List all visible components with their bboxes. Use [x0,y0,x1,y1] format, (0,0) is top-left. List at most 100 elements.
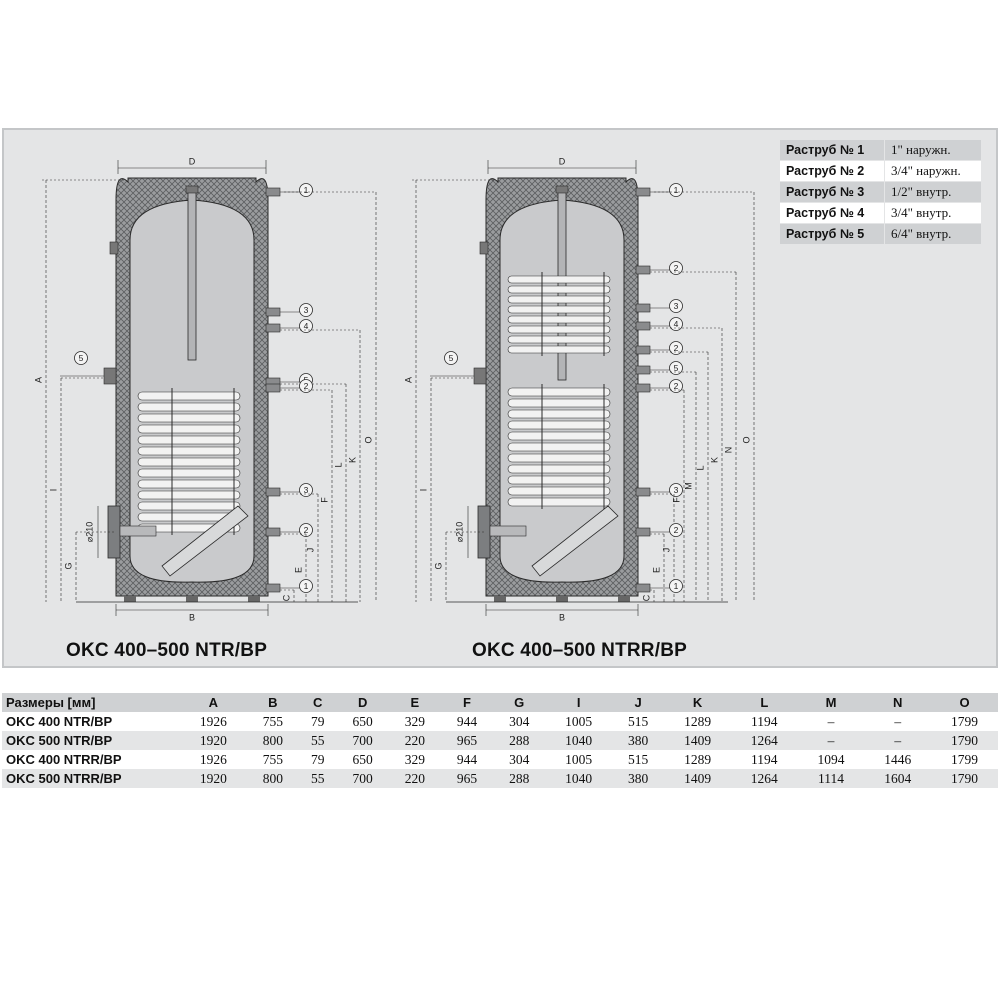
dimensions-header-label: Размеры [мм] [2,693,180,712]
dimension-letter: A [33,377,43,383]
connection-port [635,383,651,393]
callout-number: 4 [304,321,309,331]
callout-circle [299,319,313,333]
callout-circle [669,379,683,393]
heat-exchanger-coil [507,295,611,304]
heat-exchanger-coil [507,398,611,408]
dimension-value-cell: 1799 [931,712,998,731]
dimension-value-cell: 965 [440,769,494,788]
callout-circle [669,523,683,537]
dimension-value-cell: 1289 [664,712,731,731]
dimension-letter: O [741,436,751,443]
callout-circle [669,483,683,497]
dimension-value-cell: 79 [298,712,337,731]
dimension-value-cell: 1194 [730,712,798,731]
dimension-value-cell: – [864,712,932,731]
heat-exchanger-coil [137,501,241,511]
heat-exchanger-coil [507,464,611,474]
connection-port [635,365,651,375]
connection-port [265,487,281,497]
tank-foot [618,596,630,602]
callout-circle [444,351,458,365]
dimensions-header-cell: N [864,693,932,712]
dimension-value-cell: 755 [246,712,299,731]
callout-circle [299,579,313,593]
dimension-value-cell: 304 [493,750,546,769]
callout-number: 1 [674,185,679,195]
dimension-value-cell: 79 [298,750,337,769]
heat-exchanger-coil [137,402,241,412]
dimension-letter: E [293,567,303,573]
heat-exchanger-coil [507,453,611,463]
heat-exchanger-coil [137,435,241,445]
dimensions-header-cell: A [180,693,247,712]
heat-exchanger-coil [507,305,611,314]
callout-number: 2 [304,525,309,535]
dimension-letter: ⌀210 [454,522,464,542]
legend-connection-size: 6/4" внутр. [884,223,982,245]
callout-circle [669,183,683,197]
dimension-value-cell: 1790 [931,769,998,788]
dimensions-header-cell: B [246,693,299,712]
dimension-letter: C [641,594,651,601]
heat-exchanger-coil [507,275,611,284]
connection-port [265,187,281,197]
connection-port [265,383,281,393]
dimension-value-cell: 650 [336,750,389,769]
callout-number: 5 [674,363,679,373]
callout-number: 1 [304,185,309,195]
dimension-value-cell: 800 [246,731,299,750]
dimension-value-cell: 965 [440,731,494,750]
callout-circle [299,483,313,497]
dimension-letter: C [281,594,291,601]
heat-exchanger-coil [137,490,241,500]
callout-number: 1 [304,581,309,591]
heat-exchanger-coil [507,325,611,334]
legend-connection-label: Раструб № 2 [779,160,885,182]
dimension-value-cell: 1799 [931,750,998,769]
tank-foot [494,596,506,602]
cold-water-inlet-pipe [531,505,619,577]
anode-cap [185,185,199,194]
legend-connection-size: 1/2" внутр. [884,181,982,203]
dimension-value-cell: 755 [246,750,299,769]
dimensions-header-cell: K [664,693,731,712]
port-5 [103,367,117,385]
heat-exchanger-coil [507,475,611,485]
dimension-letter: B [559,612,565,622]
heat-exchanger-coil [507,486,611,496]
model-name-cell: OKC 500 NTRR/BP [2,769,180,788]
heat-exchanger-coil [507,345,611,354]
dimension-letter: K [709,457,719,463]
dimension-value-cell: 1920 [180,731,247,750]
callout-number: 2 [674,525,679,535]
dimension-letter: D [559,156,566,166]
dimensions-header-cell: D [336,693,389,712]
dimension-value-cell: 1264 [730,769,798,788]
heat-exchanger-coil [137,457,241,467]
dimension-value-cell: 288 [493,731,546,750]
heat-exchanger-coil [507,409,611,419]
dimension-value-cell: – [864,731,932,750]
callout-circle [669,299,683,313]
dimension-value-cell: 288 [493,769,546,788]
callout-circle [299,303,313,317]
dimension-letter: ⌀210 [84,522,94,542]
dimensions-header-cell: L [730,693,798,712]
callout-circle [669,579,683,593]
connection-port [635,303,651,313]
dimension-letter: J [305,548,315,553]
callout-circle [74,351,88,365]
dimension-value-cell: 1926 [180,712,247,731]
connection-port [635,583,651,593]
heat-exchanger-coil [507,431,611,441]
dimension-value-cell: 329 [388,750,441,769]
dimension-value-cell: 380 [612,731,665,750]
legend-connection-label: Раструб № 4 [779,202,885,224]
